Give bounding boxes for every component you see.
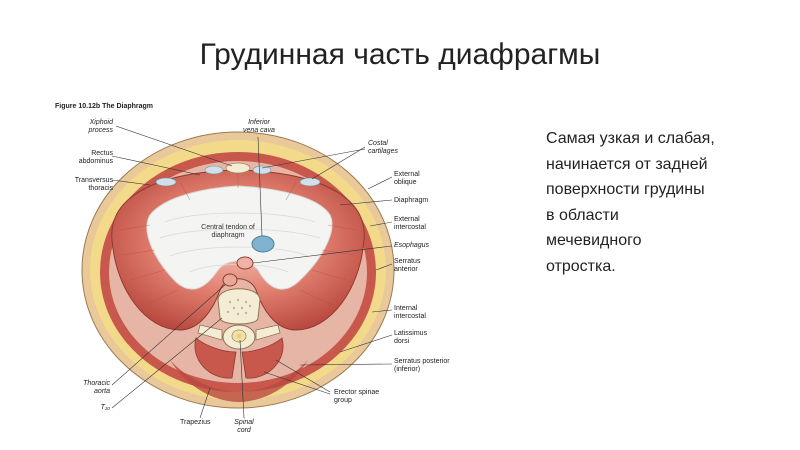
figure-caption: Figure 10.12b The Diaphragm (55, 103, 154, 110)
slide-title: Грудинная часть диафрагмы (199, 38, 601, 71)
thoracic-aorta (222, 273, 238, 287)
central-tendon (146, 185, 333, 290)
label-esophagus: Esophagus (394, 242, 430, 249)
description-line: начинается от задней (546, 155, 708, 173)
xiphoid-process (225, 162, 251, 174)
erector-spinae (194, 337, 237, 379)
description-line: отростка. (546, 257, 616, 275)
esophagus (236, 256, 254, 270)
description-line: поверхности грудины (546, 181, 705, 198)
trapezius (170, 360, 308, 402)
label-serratus-posterior: Serratus posterior(inferior) (394, 358, 450, 373)
label-t10: T₁₀ (100, 404, 110, 411)
label-trapezius: Trapezius (180, 419, 211, 426)
description-line: мечевидного (546, 232, 642, 249)
label-diaphragm: Diaphragm (394, 197, 429, 204)
description-line: в области (546, 206, 619, 224)
vertebra-t10 (217, 288, 261, 325)
inferior-vena-cava (251, 235, 275, 253)
description-line: Самая узкая и слабая, (546, 130, 715, 147)
description-text: Самая узкая и слабая, начинается от задн… (546, 126, 786, 279)
